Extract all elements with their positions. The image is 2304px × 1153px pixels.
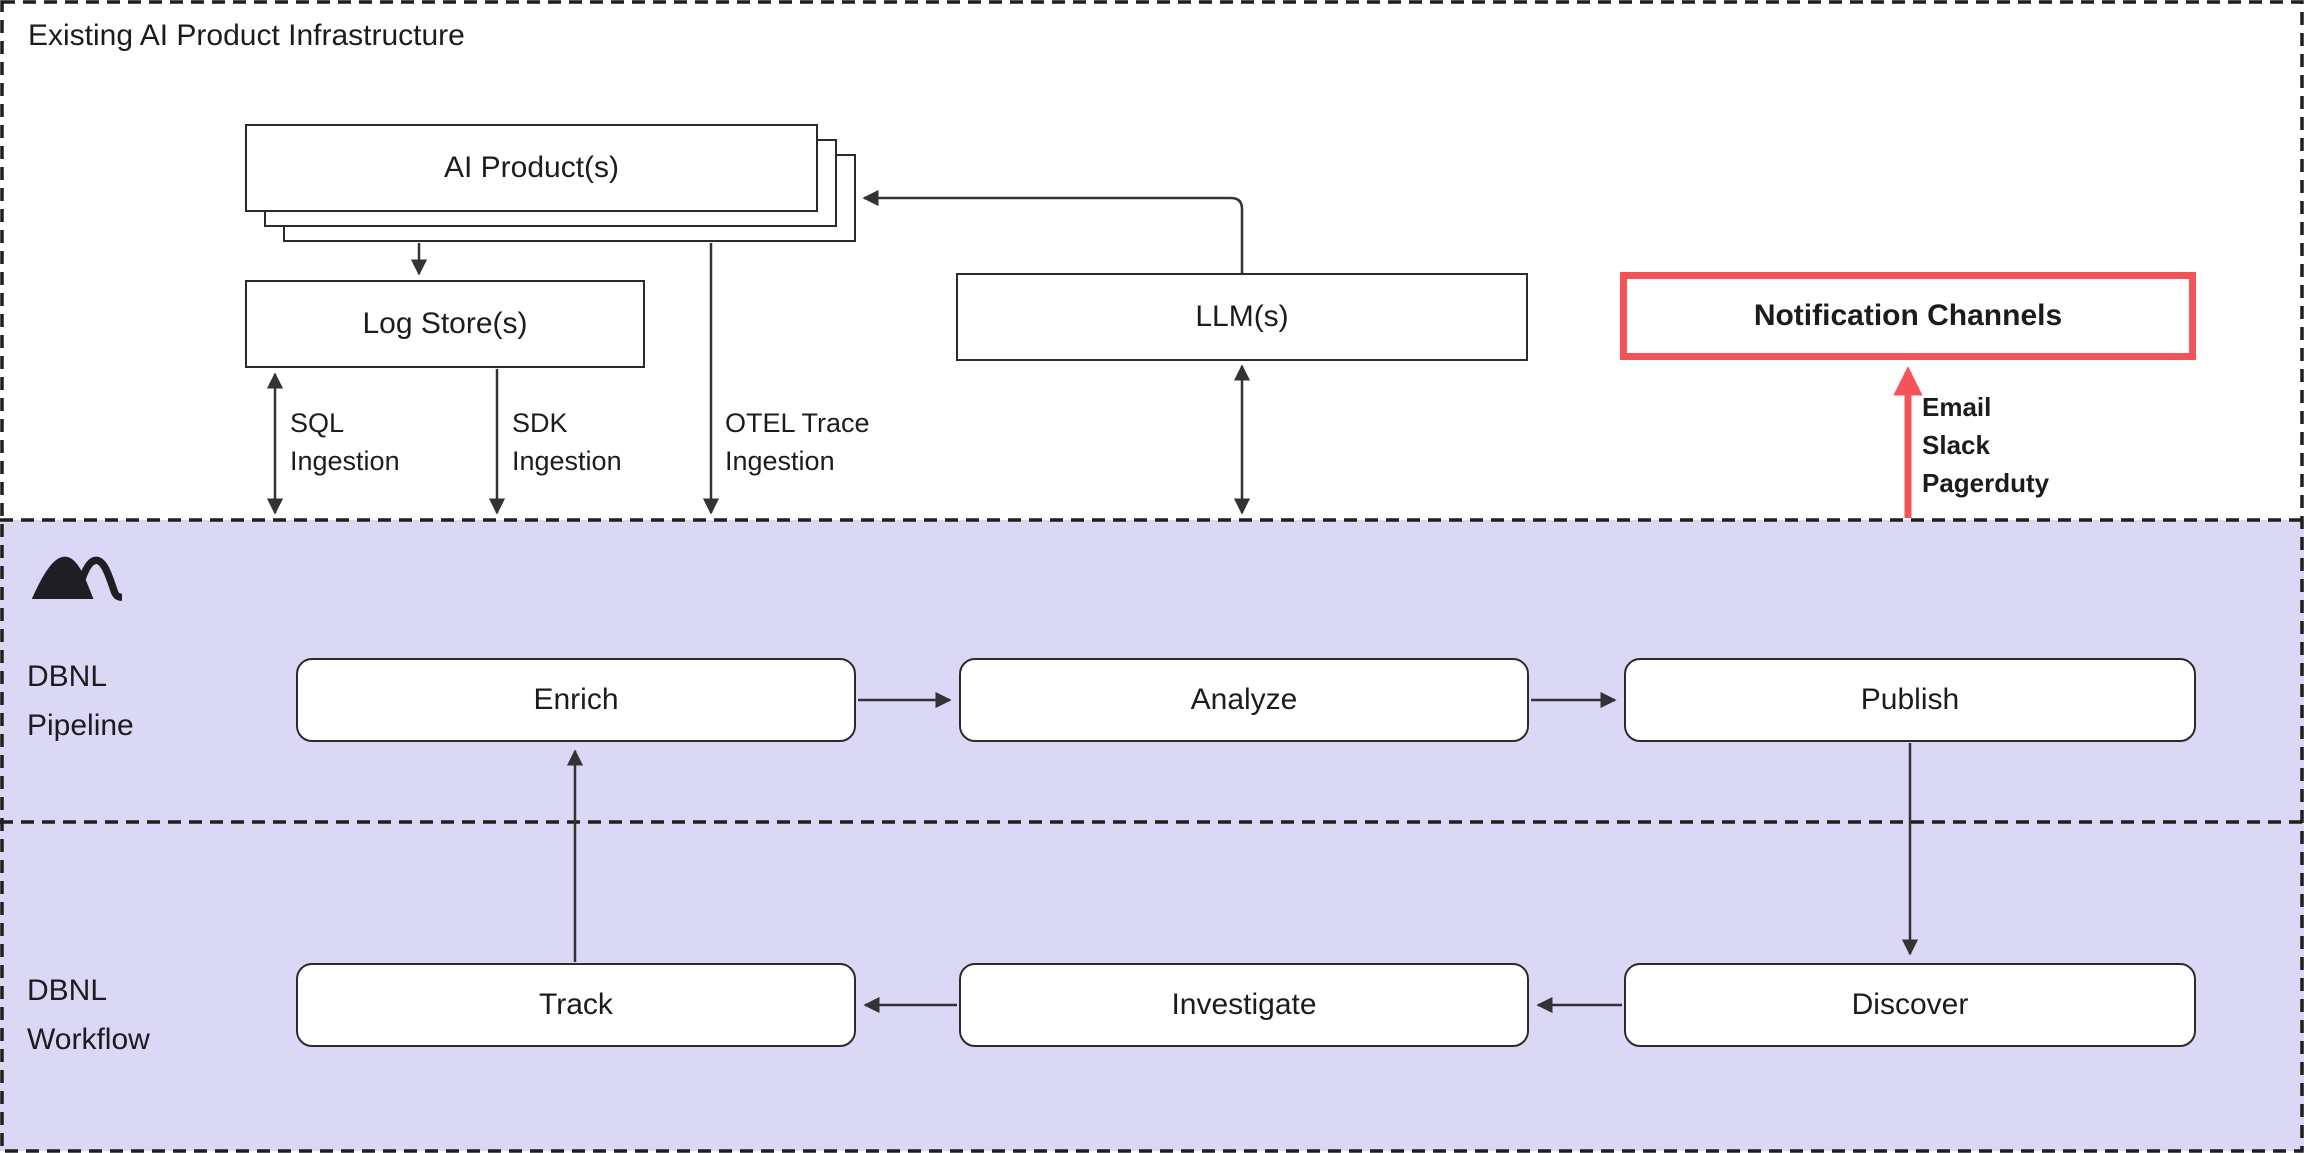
publish-node: Publish [1624, 658, 2196, 742]
workflow-section-label: DBNL Workflow [27, 974, 150, 1056]
channel-slack: Slack [1922, 430, 1990, 460]
llms-node: LLM(s) [956, 273, 1528, 361]
channel-email: Email [1922, 392, 1992, 422]
discover-node: Discover [1624, 963, 2196, 1047]
mountain-icon [30, 551, 125, 601]
sql-ingestion-label: SQL Ingestion [290, 408, 400, 476]
notification-channel-types: Email Slack Pagerduty [1922, 388, 2049, 502]
log-stores-label: Log Store(s) [362, 307, 528, 340]
notification-channels-label: Notification Channels [1753, 299, 2063, 332]
log-stores-node: Log Store(s) [245, 280, 645, 368]
enrich-node: Enrich [296, 658, 856, 742]
channel-pagerduty: Pagerduty [1922, 468, 2050, 498]
analyze-node: Analyze [959, 658, 1529, 742]
sdk-ingestion-label: SDK Ingestion [512, 408, 622, 476]
otel-ingestion-label: OTEL Trace Ingestion [725, 408, 870, 476]
pipeline-section-label: DBNL Pipeline [27, 660, 134, 742]
ai-products-node: AI Product(s) [245, 124, 818, 212]
investigate-node: Investigate [959, 963, 1529, 1047]
llms-label: LLM(s) [1195, 300, 1289, 333]
track-node: Track [296, 963, 856, 1047]
notification-channels-node: Notification Channels [1620, 272, 2196, 360]
ai-products-label: AI Product(s) [443, 151, 620, 184]
top-section-title: Existing AI Product Infrastructure [28, 19, 465, 52]
